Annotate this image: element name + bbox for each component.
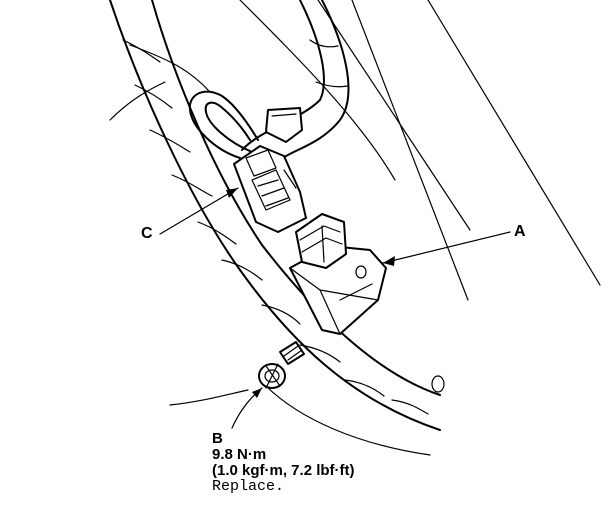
arrowhead-b (252, 388, 262, 398)
arrowhead-c (226, 188, 238, 198)
upper-harness (241, 0, 350, 161)
arrowhead-a (383, 256, 395, 266)
torque-nm: 9.8 N·m (212, 446, 267, 463)
mounting-bracket (265, 107, 303, 143)
label-b: B (212, 430, 223, 447)
leader-lines (159, 187, 511, 429)
bolt-b (258, 341, 305, 389)
label-c: C (141, 225, 153, 242)
torque-alt-units: (1.0 kgf·m, 7.2 lbf·ft) (212, 462, 355, 479)
wire-harness (109, 0, 441, 431)
bolt-torque-spec: B 9.8 N·m (1.0 kgf·m, 7.2 lbf·ft) Replac… (212, 431, 355, 495)
sensor-a (289, 213, 387, 335)
leader-line-c (159, 187, 239, 235)
connector-wire-loop (188, 90, 259, 159)
leader-line-a (382, 231, 511, 264)
replace-note: Replace. (212, 478, 285, 495)
connector-c (233, 145, 307, 233)
label-a: A (514, 223, 526, 240)
